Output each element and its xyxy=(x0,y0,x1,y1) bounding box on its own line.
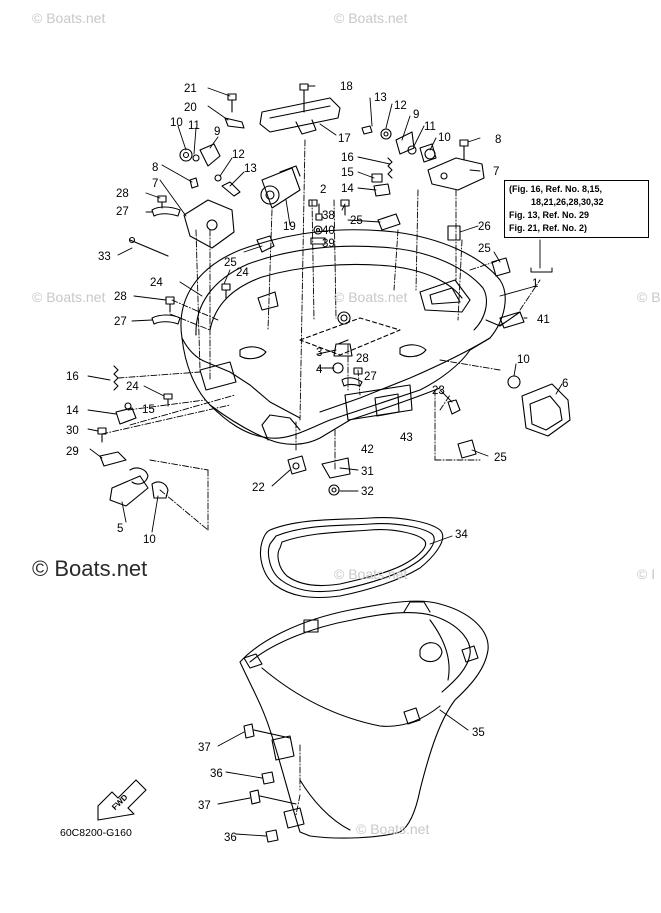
callout-34: 34 xyxy=(455,529,468,541)
callout-10-right: 10 xyxy=(517,354,530,366)
callout-21: 21 xyxy=(184,83,197,95)
fwd-arrow xyxy=(97,779,147,821)
callout-8-left: 8 xyxy=(152,162,158,174)
callout-1: 1 xyxy=(532,278,538,290)
watermark: © Boats.net xyxy=(356,821,430,837)
callout-25-right: 25 xyxy=(478,243,491,255)
callout-26: 26 xyxy=(478,221,491,233)
callout-31: 31 xyxy=(361,466,374,478)
callout-20: 20 xyxy=(184,102,197,114)
callout-18: 18 xyxy=(340,81,353,93)
callout-leaders xyxy=(87,85,563,837)
callout-12-right: 12 xyxy=(394,100,407,112)
callout-3: 3 xyxy=(316,347,322,359)
callout-13-left: 13 xyxy=(244,163,257,175)
callout-17: 17 xyxy=(338,133,351,145)
callout-5: 5 xyxy=(117,523,123,535)
callout-37-lower: 37 xyxy=(198,800,211,812)
callout-6: 6 xyxy=(562,378,568,390)
watermark: © I xyxy=(637,566,656,582)
callout-10-topleft: 10 xyxy=(170,117,183,129)
callout-15-left: 15 xyxy=(142,404,155,416)
callout-22: 22 xyxy=(252,482,265,494)
watermark: © Boats.net xyxy=(334,566,408,582)
callout-36-lower: 36 xyxy=(224,832,237,844)
callout-24-mid: 24 xyxy=(236,267,249,279)
callout-35: 35 xyxy=(472,727,485,739)
callout-37-upper: 37 xyxy=(198,742,211,754)
callout-27-mid: 27 xyxy=(114,316,127,328)
callout-43: 43 xyxy=(400,432,413,444)
callout-labels: 1 2 3 4 5 6 7 7 8 8 9 9 10 10 10 10 11 1… xyxy=(66,81,568,844)
callout-13-right: 13 xyxy=(374,92,387,104)
small-parts xyxy=(97,83,571,507)
callout-25-low: 25 xyxy=(494,452,507,464)
callout-4: 4 xyxy=(316,364,323,376)
watermark-large: © Boats.net xyxy=(32,556,148,581)
reference-line-4: Fig. 21, Ref. No. 2) xyxy=(509,223,588,233)
bottom-cowling xyxy=(180,229,521,445)
watermark: © Boats.net xyxy=(32,289,106,305)
callout-11-left: 11 xyxy=(188,120,200,132)
callout-19: 19 xyxy=(283,221,296,233)
callout-36-upper: 36 xyxy=(210,768,223,780)
callout-10-lowleft: 10 xyxy=(143,534,156,546)
callout-15-top: 15 xyxy=(341,167,354,179)
lower-apron xyxy=(239,600,489,839)
callout-12-left: 12 xyxy=(232,149,245,161)
callout-28-mid: 28 xyxy=(114,291,127,303)
apron-fasteners xyxy=(243,723,297,843)
watermark: © Bo xyxy=(637,289,661,305)
callout-16-left: 16 xyxy=(66,371,79,383)
watermark: © Boats.net xyxy=(32,10,106,26)
reference-line-1: (Fig. 16, Ref. No. 8,15, xyxy=(509,184,603,194)
callout-14-left: 14 xyxy=(66,405,79,417)
reference-line-2: 18,21,26,28,30,32 xyxy=(531,197,604,207)
callout-7-right: 7 xyxy=(493,166,499,178)
callout-30: 30 xyxy=(66,425,79,437)
seal-gasket xyxy=(259,517,444,599)
fwd-label: FWD xyxy=(110,792,129,811)
callout-8-right: 8 xyxy=(495,134,501,146)
drawing-code: 60C8200-G160 xyxy=(60,827,132,839)
callout-24-left: 24 xyxy=(150,277,163,289)
callout-33: 33 xyxy=(98,251,111,263)
callout-40: 40 xyxy=(322,225,335,237)
callout-41: 41 xyxy=(537,314,550,326)
watermark: © Boats.net xyxy=(334,10,408,26)
callout-9-right: 9 xyxy=(413,109,419,121)
callout-38: 38 xyxy=(322,210,335,222)
callout-27-top: 27 xyxy=(116,206,129,218)
callout-42: 42 xyxy=(361,444,374,456)
leader-lines xyxy=(101,139,541,816)
callout-39: 39 xyxy=(322,238,335,250)
callout-29: 29 xyxy=(66,446,79,458)
callout-9-left: 9 xyxy=(214,126,220,138)
callout-16-top: 16 xyxy=(341,152,354,164)
callout-7-left: 7 xyxy=(152,178,158,190)
callout-28-center: 28 xyxy=(356,353,369,365)
callout-24-low: 24 xyxy=(126,381,139,393)
watermark: © Boats.net xyxy=(334,289,408,305)
callout-10-topright: 10 xyxy=(438,132,451,144)
reference-box: (Fig. 16, Ref. No. 8,15, 18,21,26,28,30,… xyxy=(504,180,649,238)
callout-25-top: 25 xyxy=(350,215,363,227)
callout-27-center: 27 xyxy=(364,371,377,383)
callout-11-right: 11 xyxy=(424,121,436,133)
callout-23: 23 xyxy=(432,385,445,397)
callout-2: 2 xyxy=(320,184,326,196)
reference-line-3: Fig. 13, Ref. No. 29 xyxy=(509,210,590,220)
callout-28-top: 28 xyxy=(116,188,129,200)
callout-25-mid: 25 xyxy=(224,257,237,269)
callout-14-top: 14 xyxy=(341,183,354,195)
callout-32: 32 xyxy=(361,486,374,498)
